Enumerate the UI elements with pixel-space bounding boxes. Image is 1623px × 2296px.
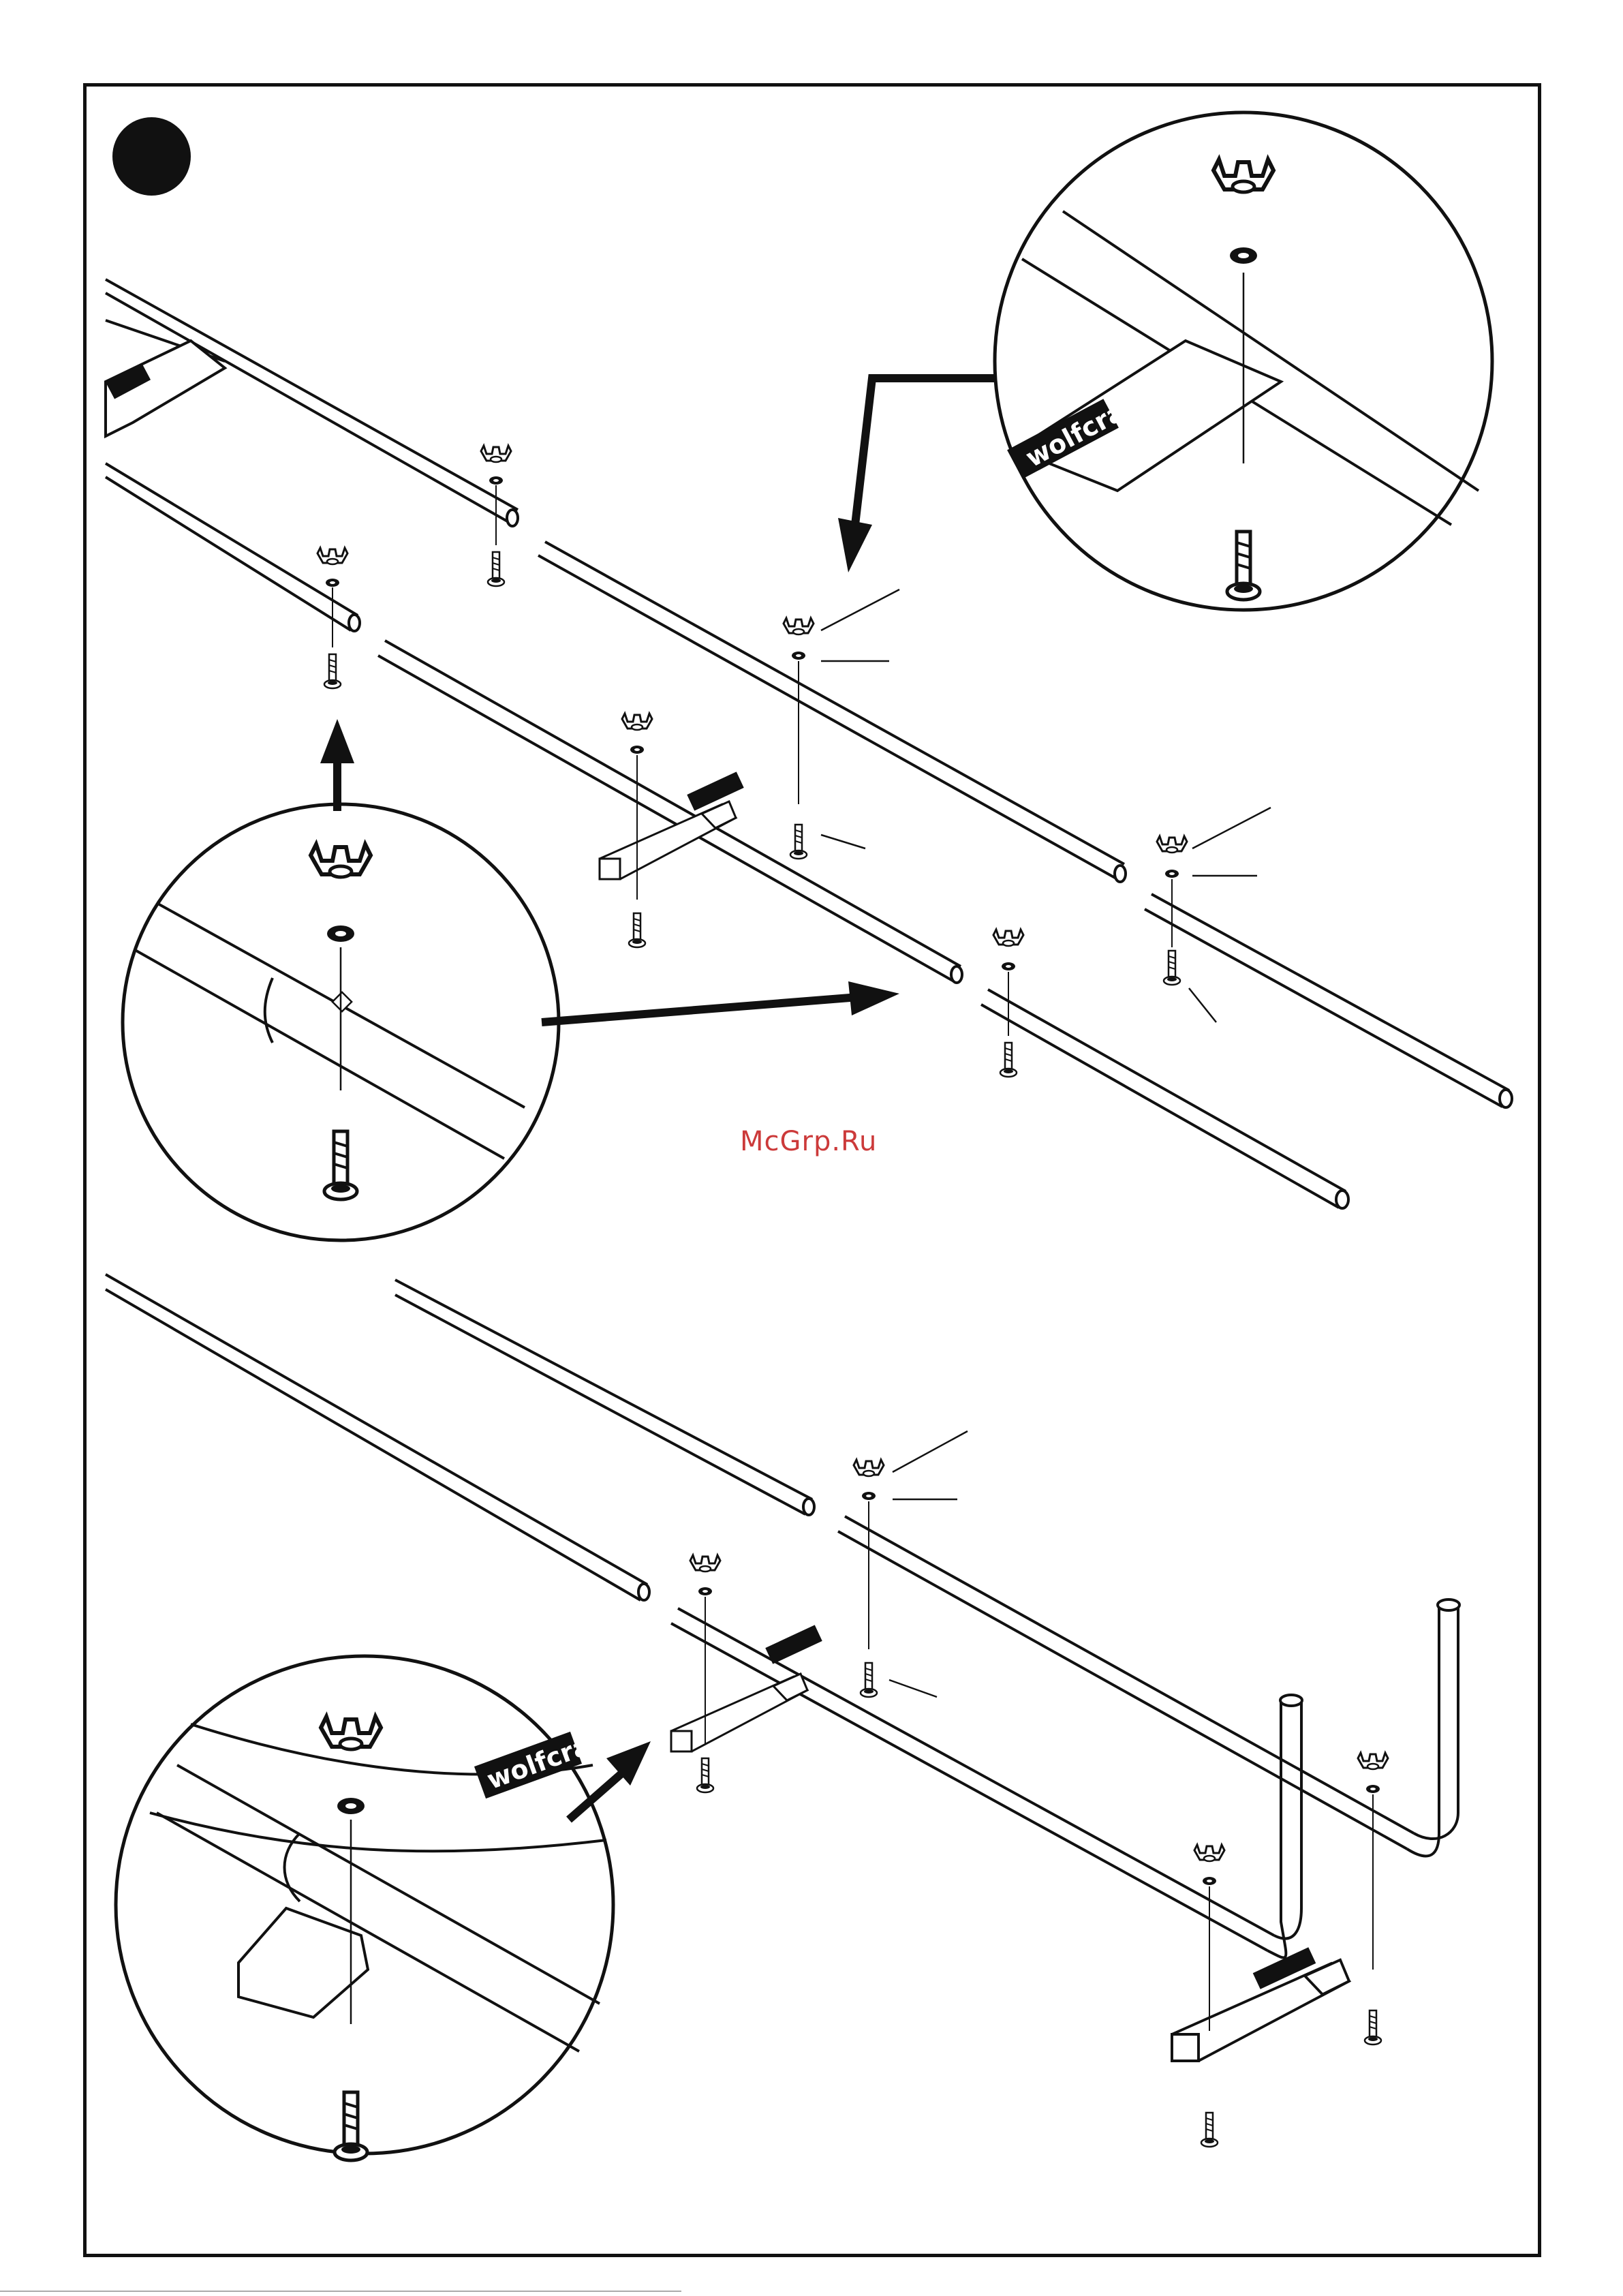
detail-circle-left-mid (123, 804, 559, 1240)
foot-bottom-middle (671, 1674, 807, 1751)
brand-label-bottom-middle (765, 1625, 822, 1664)
hardware-bottom (690, 1431, 1388, 2147)
detail-circle-bottom-left: wolfcraft (116, 1656, 617, 2160)
detail-circle-top-right: wolfcraft (995, 112, 1492, 610)
brand-label-top-middle (687, 771, 743, 810)
foot-top-middle (600, 801, 736, 879)
watermark-text: McGrp.Ru (740, 1126, 877, 1157)
brand-bar-top-left (106, 341, 225, 436)
arrow-top-right (838, 378, 997, 572)
